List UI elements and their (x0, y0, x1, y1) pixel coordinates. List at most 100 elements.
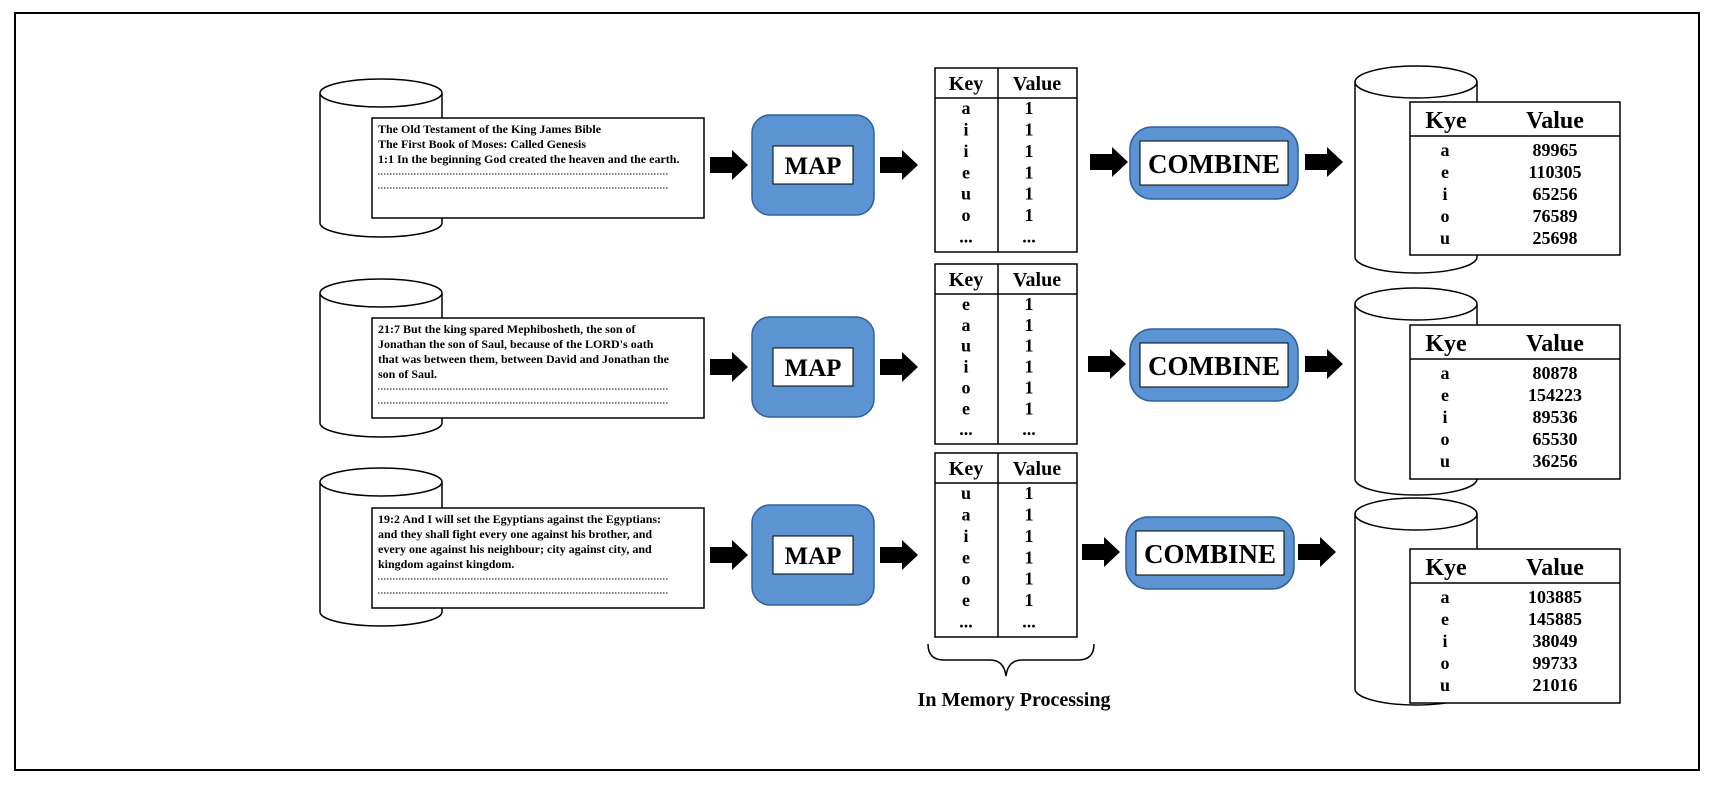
memory-key-cell: i (963, 119, 968, 139)
output-value-cell: 103885 (1528, 587, 1582, 607)
rows-layer: The Old Testament of the King James Bibl… (319, 65, 1621, 706)
combine-label: COMBINE (1148, 149, 1280, 179)
document-line: son of Saul. (378, 367, 437, 381)
input-document-card: 21:7 But the king spared Mephibosheth, t… (371, 317, 705, 419)
arrow-to-map (710, 540, 748, 570)
memory-key-cell: u (961, 184, 971, 204)
document-line: 21:7 But the king spared Mephibosheth, t… (378, 322, 636, 336)
document-line: and they shall fight every one against h… (378, 527, 652, 541)
memory-key-cell: i (963, 526, 968, 546)
combine-step: COMBINE (1129, 328, 1299, 402)
output-key-header: Kye (1425, 555, 1467, 581)
memory-value-cell: 1 (1025, 483, 1034, 503)
map-step: MAP (751, 316, 875, 418)
memory-key-cell: a (962, 504, 971, 524)
arrow-to-memory-table (880, 352, 918, 382)
document-line: kingdom against kingdom. (378, 557, 514, 571)
memory-key-cell: o (962, 205, 971, 225)
output-key-cell: e (1441, 385, 1449, 405)
in-memory-caption: In Memory Processing (918, 689, 1111, 711)
output-value-cell: 80878 (1533, 363, 1578, 383)
arrow-to-output (1298, 537, 1336, 567)
pipeline-row-3: 19:2 And I will set the Egyptians agains… (319, 452, 1621, 706)
memory-value-cell: 1 (1025, 547, 1034, 567)
arrow-to-output (1305, 349, 1343, 379)
output-value-cell: 76589 (1533, 206, 1578, 226)
map-step: MAP (751, 114, 875, 216)
memory-key-cell: e (962, 547, 970, 567)
output-key-cell: a (1441, 363, 1450, 383)
output-key-cell: i (1442, 184, 1447, 204)
arrow-to-combine (1088, 349, 1126, 379)
value-header: Value (1013, 269, 1061, 291)
memory-key-cell: ... (959, 612, 973, 632)
output-value-cell: 65530 (1533, 429, 1578, 449)
memory-value-cell: 1 (1025, 184, 1034, 204)
output-value-cell: 25698 (1533, 228, 1578, 248)
in-memory-brace (927, 643, 1095, 677)
map-label: MAP (785, 153, 842, 180)
output-value-header: Value (1526, 555, 1584, 581)
output-value-cell: 21016 (1533, 675, 1578, 695)
output-key-header: Kye (1425, 331, 1467, 357)
output-value-cell: 89536 (1533, 407, 1578, 427)
key-header: Key (949, 73, 983, 95)
memory-value-cell: 1 (1025, 357, 1034, 377)
memory-key-cell: a (962, 98, 971, 118)
output-value-cell: 89965 (1533, 140, 1578, 160)
input-document-card: 19:2 And I will set the Egyptians agains… (371, 507, 705, 609)
document-line: every one against his neighbour; city ag… (378, 542, 652, 556)
memory-value-cell: 1 (1025, 590, 1034, 610)
combine-label: COMBINE (1148, 351, 1280, 381)
output-key-cell: i (1442, 631, 1447, 651)
document-line: 1:1 In the beginning God created the hea… (378, 152, 679, 166)
memory-key-cell: i (963, 141, 968, 161)
output-value-cell: 99733 (1533, 653, 1578, 673)
document-line: The First Book of Moses: Called Genesis (378, 137, 586, 151)
memory-value-cell: 1 (1025, 526, 1034, 546)
combine-label: COMBINE (1144, 539, 1276, 569)
output-key-cell: a (1441, 140, 1450, 160)
diagram-frame (14, 12, 1700, 771)
arrow-to-memory-table (880, 150, 918, 180)
output-key-cell: i (1442, 407, 1447, 427)
document-line: that was between them, between David and… (378, 352, 670, 366)
output-key-cell: o (1441, 653, 1450, 673)
output-key-cell: o (1441, 206, 1450, 226)
memory-key-cell: u (961, 336, 971, 356)
memory-key-cell: o (962, 377, 971, 397)
input-document-card: The Old Testament of the King James Bibl… (371, 117, 705, 219)
arrow-to-combine (1082, 537, 1120, 567)
output-value-cell: 154223 (1528, 385, 1582, 405)
output-value-cell: 65256 (1533, 184, 1578, 204)
memory-value-cell: 1 (1025, 377, 1034, 397)
memory-value-cell: 1 (1025, 336, 1034, 356)
key-header: Key (949, 269, 983, 291)
arrow-to-map (710, 150, 748, 180)
output-key-cell: u (1440, 675, 1450, 695)
value-header: Value (1013, 73, 1061, 95)
output-value-cell: 145885 (1528, 609, 1582, 629)
combine-step: COMBINE (1125, 516, 1295, 590)
output-key-header: Kye (1425, 108, 1467, 134)
pipeline-row-2: 21:7 But the king spared Mephibosheth, t… (319, 263, 1621, 496)
memory-value-cell: 1 (1025, 294, 1034, 314)
memory-key-cell: e (962, 590, 970, 610)
output-value-cell: 38049 (1533, 631, 1578, 651)
memory-value-cell: ... (1022, 419, 1036, 439)
output-key-cell: e (1441, 609, 1449, 629)
memory-value-cell: 1 (1025, 98, 1034, 118)
output-key-cell: u (1440, 228, 1450, 248)
pipeline-row-1: The Old Testament of the King James Bibl… (319, 65, 1621, 274)
memory-key-cell: ... (959, 227, 973, 247)
memory-value-cell: 1 (1025, 119, 1034, 139)
memory-value-cell: ... (1022, 612, 1036, 632)
memory-key-cell: ... (959, 419, 973, 439)
memory-value-cell: 1 (1025, 398, 1034, 418)
arrow-to-memory-table (880, 540, 918, 570)
map-label: MAP (785, 543, 842, 570)
